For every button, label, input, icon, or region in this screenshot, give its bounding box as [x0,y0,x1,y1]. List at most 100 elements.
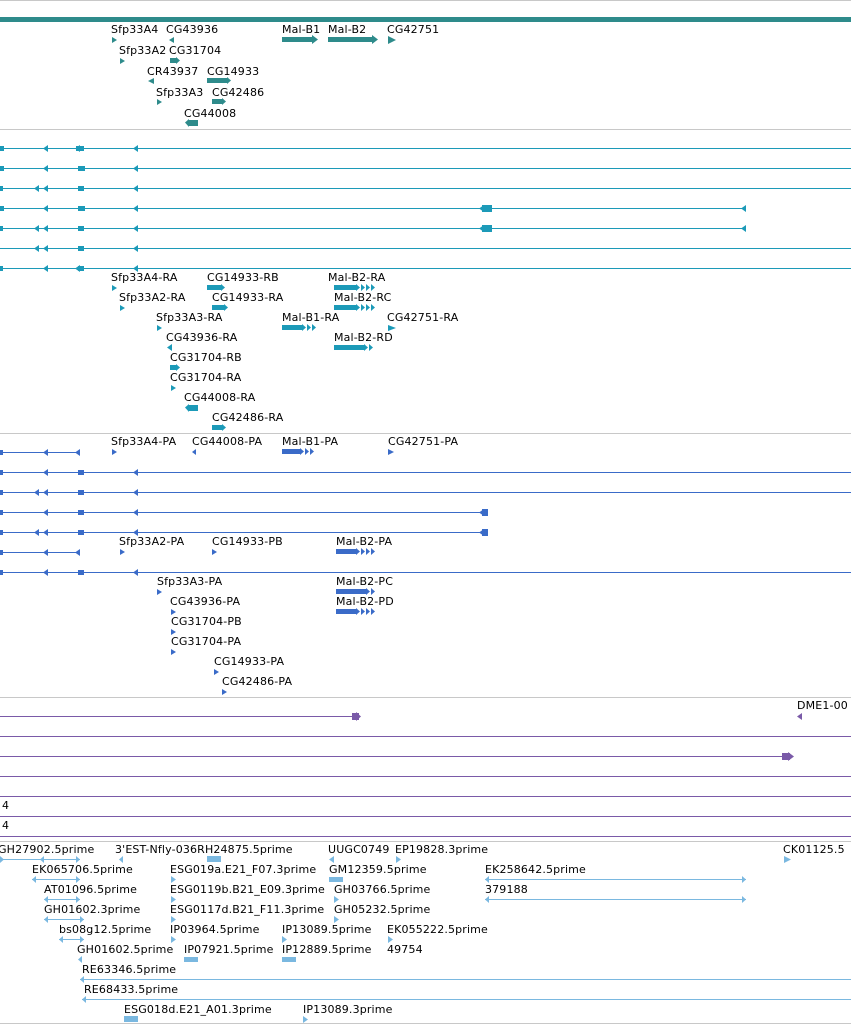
transcript-label[interactable]: CG42751-RA [387,311,459,324]
est-label[interactable]: RE63346.5prime [82,963,177,976]
est-label[interactable]: ESG0117d.B21_F11.3prime [170,903,325,916]
gene-label[interactable]: CG42486 [212,86,265,99]
est-label[interactable]: EK258642.5prime [485,863,586,876]
gene-label[interactable]: CG43936 [166,23,219,36]
gene-label[interactable]: Sfp33A2 [119,44,167,57]
gene-track-bar [0,17,851,22]
gene-label[interactable]: Mal-B1 [282,23,321,36]
est-label[interactable]: bs08g12.5prime [59,923,152,936]
protein-label[interactable]: CG14933-PB [212,535,283,548]
protein-label[interactable]: Sfp33A3-PA [157,575,223,588]
est-label[interactable]: GH03766.5prime [334,883,431,896]
gene-label[interactable]: Mal-B2 [328,23,367,36]
est-label[interactable]: EP19828.3prime [395,843,489,856]
transcript-label[interactable]: CG14933-RB [207,271,279,284]
protein-label[interactable]: Mal-B2-PC [336,575,394,588]
transcript-label[interactable]: Sfp33A3-RA [156,311,223,324]
protein-label[interactable]: CG44008-PA [192,435,263,448]
est-glyphs [0,856,791,1023]
protein-label[interactable]: CG42486-PA [222,675,293,688]
gene-glyph-cr43937 [148,78,154,84]
gene-label[interactable]: CG42751 [387,23,440,36]
feature-label[interactable]: DME1-00 [797,699,848,712]
protein-label[interactable]: CG31704-PB [171,615,242,628]
est-label[interactable]: GH27902.5prime [0,843,95,856]
protein-label[interactable]: Mal-B1-PA [282,435,339,448]
est-label[interactable]: GH01602.5prime [77,943,174,956]
est-label[interactable]: EK055222.5prime [387,923,488,936]
est-label[interactable]: GH01602.3prime [44,903,141,916]
est-label[interactable]: CK01125.5 [783,843,845,856]
transcript-label[interactable]: Mal-B1-RA [282,311,340,324]
gene-label[interactable]: Sfp33A3 [156,86,204,99]
transcript-label[interactable]: CG31704-RB [170,351,242,364]
gene-label[interactable]: Sfp33A4 [111,23,159,36]
gene-glyph-sfp33a2 [120,58,125,64]
transcript-exons [0,145,746,272]
transcript-label[interactable]: CG43936-RA [166,331,238,344]
gene-glyph-mal-b1 [282,37,312,42]
feature-label[interactable]: 4 [2,799,10,812]
est-label[interactable]: AT01096.5prime [44,883,138,896]
est-label[interactable]: IP07921.5prime [184,943,274,956]
protein-label[interactable]: CG14933-PA [214,655,285,668]
gene-glyph-cg14933 [207,78,227,83]
gene-glyph-cg42486 [212,99,222,104]
protein-label[interactable]: Sfp33A2-PA [119,535,185,548]
transcript-label[interactable]: Mal-B2-RC [334,291,392,304]
est-label[interactable]: IP13089.5prime [282,923,372,936]
est-lines [0,859,851,1000]
transcript-glyphs [112,284,396,431]
protein-lines [0,452,851,573]
transcript-label[interactable]: CG42486-RA [212,411,284,424]
est-label[interactable]: IP13089.3prime [303,1003,393,1016]
transcript-label[interactable]: Mal-B2-RA [328,271,386,284]
transcript-label[interactable]: CG14933-RA [212,291,284,304]
transcript-label[interactable]: CG44008-RA [184,391,256,404]
transcript-label[interactable]: CG31704-RA [170,371,242,384]
transcript-label[interactable]: Sfp33A4-RA [111,271,178,284]
transcript-label[interactable]: Mal-B2-RD [334,331,393,344]
gene-glyph-cg31704 [170,58,176,63]
protein-label[interactable]: CG42751-PA [388,435,459,448]
est-label[interactable]: ESG018d.E21_A01.3prime [124,1003,272,1016]
protein-exons [0,449,488,576]
protein-label[interactable]: Sfp33A4-PA [111,435,177,448]
gene-glyph-sfp33a4 [112,37,117,43]
gene-glyph-mal-b2 [328,37,372,42]
gene-label[interactable]: CG31704 [169,44,222,57]
track-divider [0,433,851,434]
gene-label[interactable]: CG14933 [207,65,260,78]
track-divider [0,697,851,698]
gene-glyph-cg43936 [169,37,174,43]
est-label[interactable]: ESG0119b.B21_E09.3prime [170,883,325,896]
est-label[interactable]: 379188 [485,883,528,896]
protein-label[interactable]: Mal-B2-PA [336,535,393,548]
est-label[interactable]: IP12889.5prime [282,943,372,956]
feature-label[interactable]: 4 [2,819,10,832]
protein-label[interactable]: Mal-B2-PD [336,595,394,608]
gene-glyph-sfp33a3 [157,99,162,105]
est-label[interactable]: 3'EST-Nfly-036RH24875.5prime [115,843,293,856]
est-label[interactable]: EK065706.5prime [32,863,133,876]
est-label[interactable]: UUGC0749 [328,843,390,856]
other-glyphs [352,712,802,761]
est-label[interactable]: GH05232.5prime [334,903,431,916]
est-label[interactable]: 49754 [387,943,423,956]
transcript-label[interactable]: Sfp33A2-RA [119,291,186,304]
protein-label[interactable]: CG43936-PA [170,595,241,608]
gene-glyph-cg44008 [189,120,198,126]
est-label[interactable]: IP03964.5prime [170,923,260,936]
gene-label[interactable]: CR43937 [147,65,199,78]
gene-label[interactable]: CG44008 [184,107,237,120]
protein-label[interactable]: CG31704-PA [171,635,242,648]
est-label[interactable]: GM12359.5prime [329,863,427,876]
top-border [0,0,851,1]
track-divider [0,1023,851,1024]
track-divider [0,129,851,130]
est-label[interactable]: ESG019a.E21_F07.3prime [170,863,317,876]
est-label[interactable]: RE68433.5prime [84,983,179,996]
transcript-lines [0,148,851,269]
